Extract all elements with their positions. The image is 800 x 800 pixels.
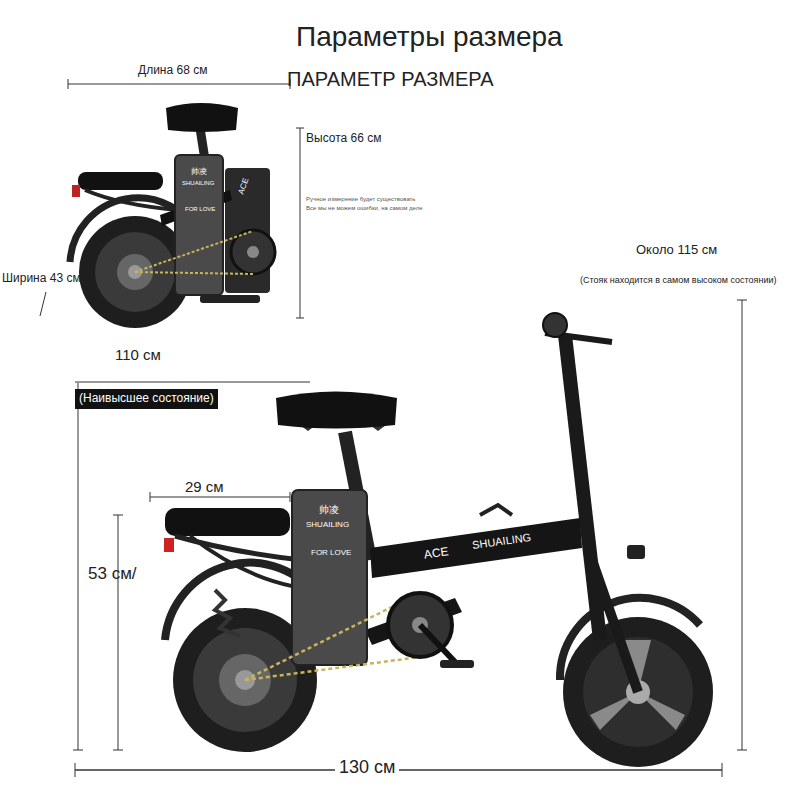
dimension-label: 110 см bbox=[115, 347, 161, 364]
dimension-label: Высота 66 см bbox=[306, 132, 381, 145]
subtitle: ПАРАМЕТР РАЗМЕРА bbox=[287, 68, 494, 90]
brand-mark: 帅凌 bbox=[319, 504, 339, 515]
note-text: Все мы не можем ошибки, на самом деле bbox=[306, 205, 423, 212]
brand-mark: 帅凌 bbox=[191, 168, 207, 177]
label-box: (Наивысшее состояние) bbox=[75, 389, 218, 409]
box-text: (Наивысшее состояние) bbox=[79, 392, 214, 405]
brand-mark: FOR LOVE bbox=[185, 206, 215, 213]
dimension-label: 29 см bbox=[185, 479, 224, 496]
brand-mark: SHUAILING bbox=[306, 521, 349, 530]
brand-mark: SHUAILING bbox=[182, 180, 214, 187]
dimension-note: (Стояк находится в самом высоком состоян… bbox=[580, 276, 776, 286]
dimension-label: Длина 68 см bbox=[138, 64, 207, 77]
dimension-label: 53 см/ bbox=[88, 565, 137, 584]
brand-mark: FOR LOVE bbox=[311, 549, 351, 558]
dimension-lines bbox=[40, 79, 747, 777]
note-text: Ручное измерение будет существовать bbox=[306, 196, 415, 203]
dimension-label: 130 см bbox=[335, 758, 399, 778]
dimension-label: Ширина 43 см bbox=[2, 272, 81, 285]
unfolded-bike bbox=[164, 313, 713, 767]
folded-bike bbox=[70, 103, 275, 328]
main-title: Параметры размера bbox=[296, 22, 563, 53]
dimension-label: Около 115 см bbox=[636, 243, 717, 257]
